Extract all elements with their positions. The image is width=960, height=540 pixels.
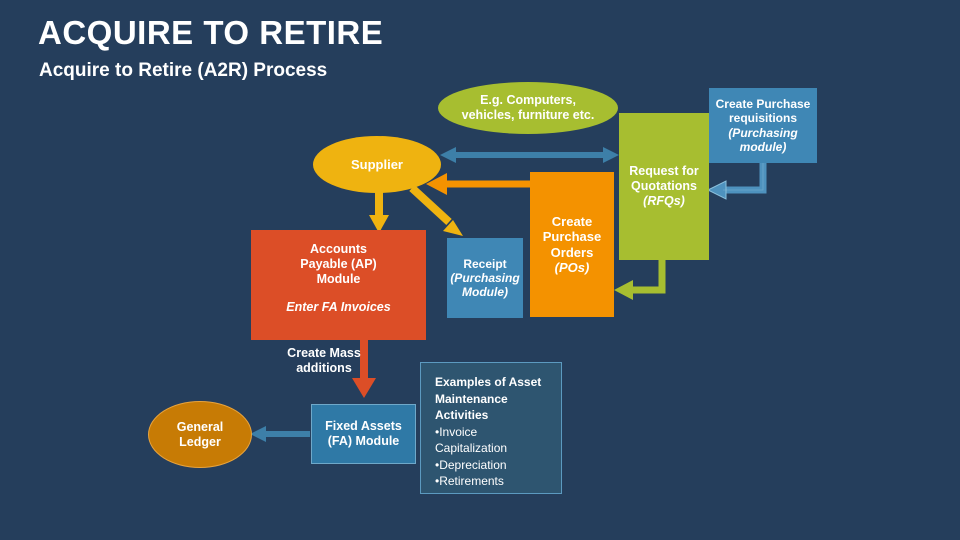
ap-line-1: Accounts	[310, 242, 367, 256]
po-line-1: Create	[551, 213, 593, 229]
rfq-sublabel: (RFQs)	[643, 193, 685, 208]
node-create-purchase-orders[interactable]: Create Purchase Orders (POs)	[530, 172, 614, 317]
mass-additions-line-1: Create Mass	[287, 346, 361, 360]
label-create-mass-additions: Create Mass additions	[268, 346, 380, 376]
po-sublabel: (POs)	[554, 259, 590, 275]
page-title: ACQUIRE TO RETIRE	[38, 14, 384, 51]
gl-line-1: General	[176, 419, 224, 434]
maintenance-heading-line-2: Maintenance	[435, 391, 508, 406]
arrow-rfq-to-po	[614, 260, 666, 300]
maintenance-bullet-1: •Invoice Capitalization	[435, 424, 508, 456]
receipt-sublabel-1: (Purchasing	[450, 270, 520, 285]
arrow-fixed-assets-to-general-ledger	[250, 426, 310, 442]
maintenance-bullet-2: •Depreciation	[435, 457, 507, 472]
maintenance-bullet-3: •Retirements	[435, 474, 504, 489]
receipt-label: Receipt	[463, 256, 507, 271]
maintenance-heading-line-1: Examples of Asset	[435, 375, 542, 389]
requisitions-line-2: requisitions	[728, 111, 797, 126]
fa-line-1: Fixed Assets	[325, 419, 402, 434]
po-line-3: Orders	[550, 244, 594, 260]
page-subtitle: Acquire to Retire (A2R) Process	[39, 60, 328, 81]
ap-line-2: Payable (AP)	[300, 256, 377, 271]
node-create-purchase-requisitions[interactable]: Create Purchase requisitions (Purchasing…	[709, 88, 817, 163]
mass-additions-line-2: additions	[296, 361, 352, 375]
arrow-requisitions-to-rfq	[706, 163, 767, 200]
rfq-line-2: Quotations	[631, 179, 697, 194]
rfq-line-1: Request for	[629, 164, 699, 179]
node-fixed-assets-module[interactable]: Fixed Assets (FA) Module	[311, 404, 416, 464]
node-asset-maintenance-examples[interactable]: Examples of Asset Maintenance Activities…	[420, 362, 562, 494]
requisitions-sublabel: (Purchasing module)	[728, 125, 798, 154]
node-request-for-quotations[interactable]: Request for Quotations (RFQs)	[619, 113, 709, 260]
gl-line-2: Ledger	[179, 434, 221, 449]
po-line-2: Purchase	[542, 229, 602, 245]
fa-line-2: (FA) Module	[327, 434, 400, 448]
node-example-assets-ellipse[interactable]: E.g. Computers, vehicles, furniture etc.	[438, 82, 618, 134]
example-assets-line-1: E.g. Computers,	[480, 93, 576, 108]
ap-sublabel: Enter FA Invoices	[286, 300, 391, 315]
ap-line-3: Module	[316, 271, 361, 286]
supplier-label: Supplier	[350, 156, 403, 172]
node-general-ledger[interactable]: General Ledger	[148, 401, 252, 468]
arrow-po-to-supplier	[426, 173, 532, 195]
arrow-supplier-to-ap	[369, 192, 389, 233]
arrow-supplier-rfq-bidirectional	[440, 147, 619, 163]
node-accounts-payable-module[interactable]: Accounts Payable (AP) Module Enter FA In…	[251, 230, 426, 340]
maintenance-heading-line-3: Activities	[435, 408, 489, 423]
example-assets-line-2: vehicles, furniture etc.	[461, 108, 595, 122]
receipt-sublabel-2: Module)	[462, 285, 508, 300]
node-supplier[interactable]: Supplier	[313, 136, 441, 193]
arrow-supplier-to-receipt	[409, 185, 463, 236]
node-receipt[interactable]: Receipt (Purchasing Module)	[447, 238, 523, 318]
requisitions-line-1: Create Purchase	[715, 97, 811, 112]
